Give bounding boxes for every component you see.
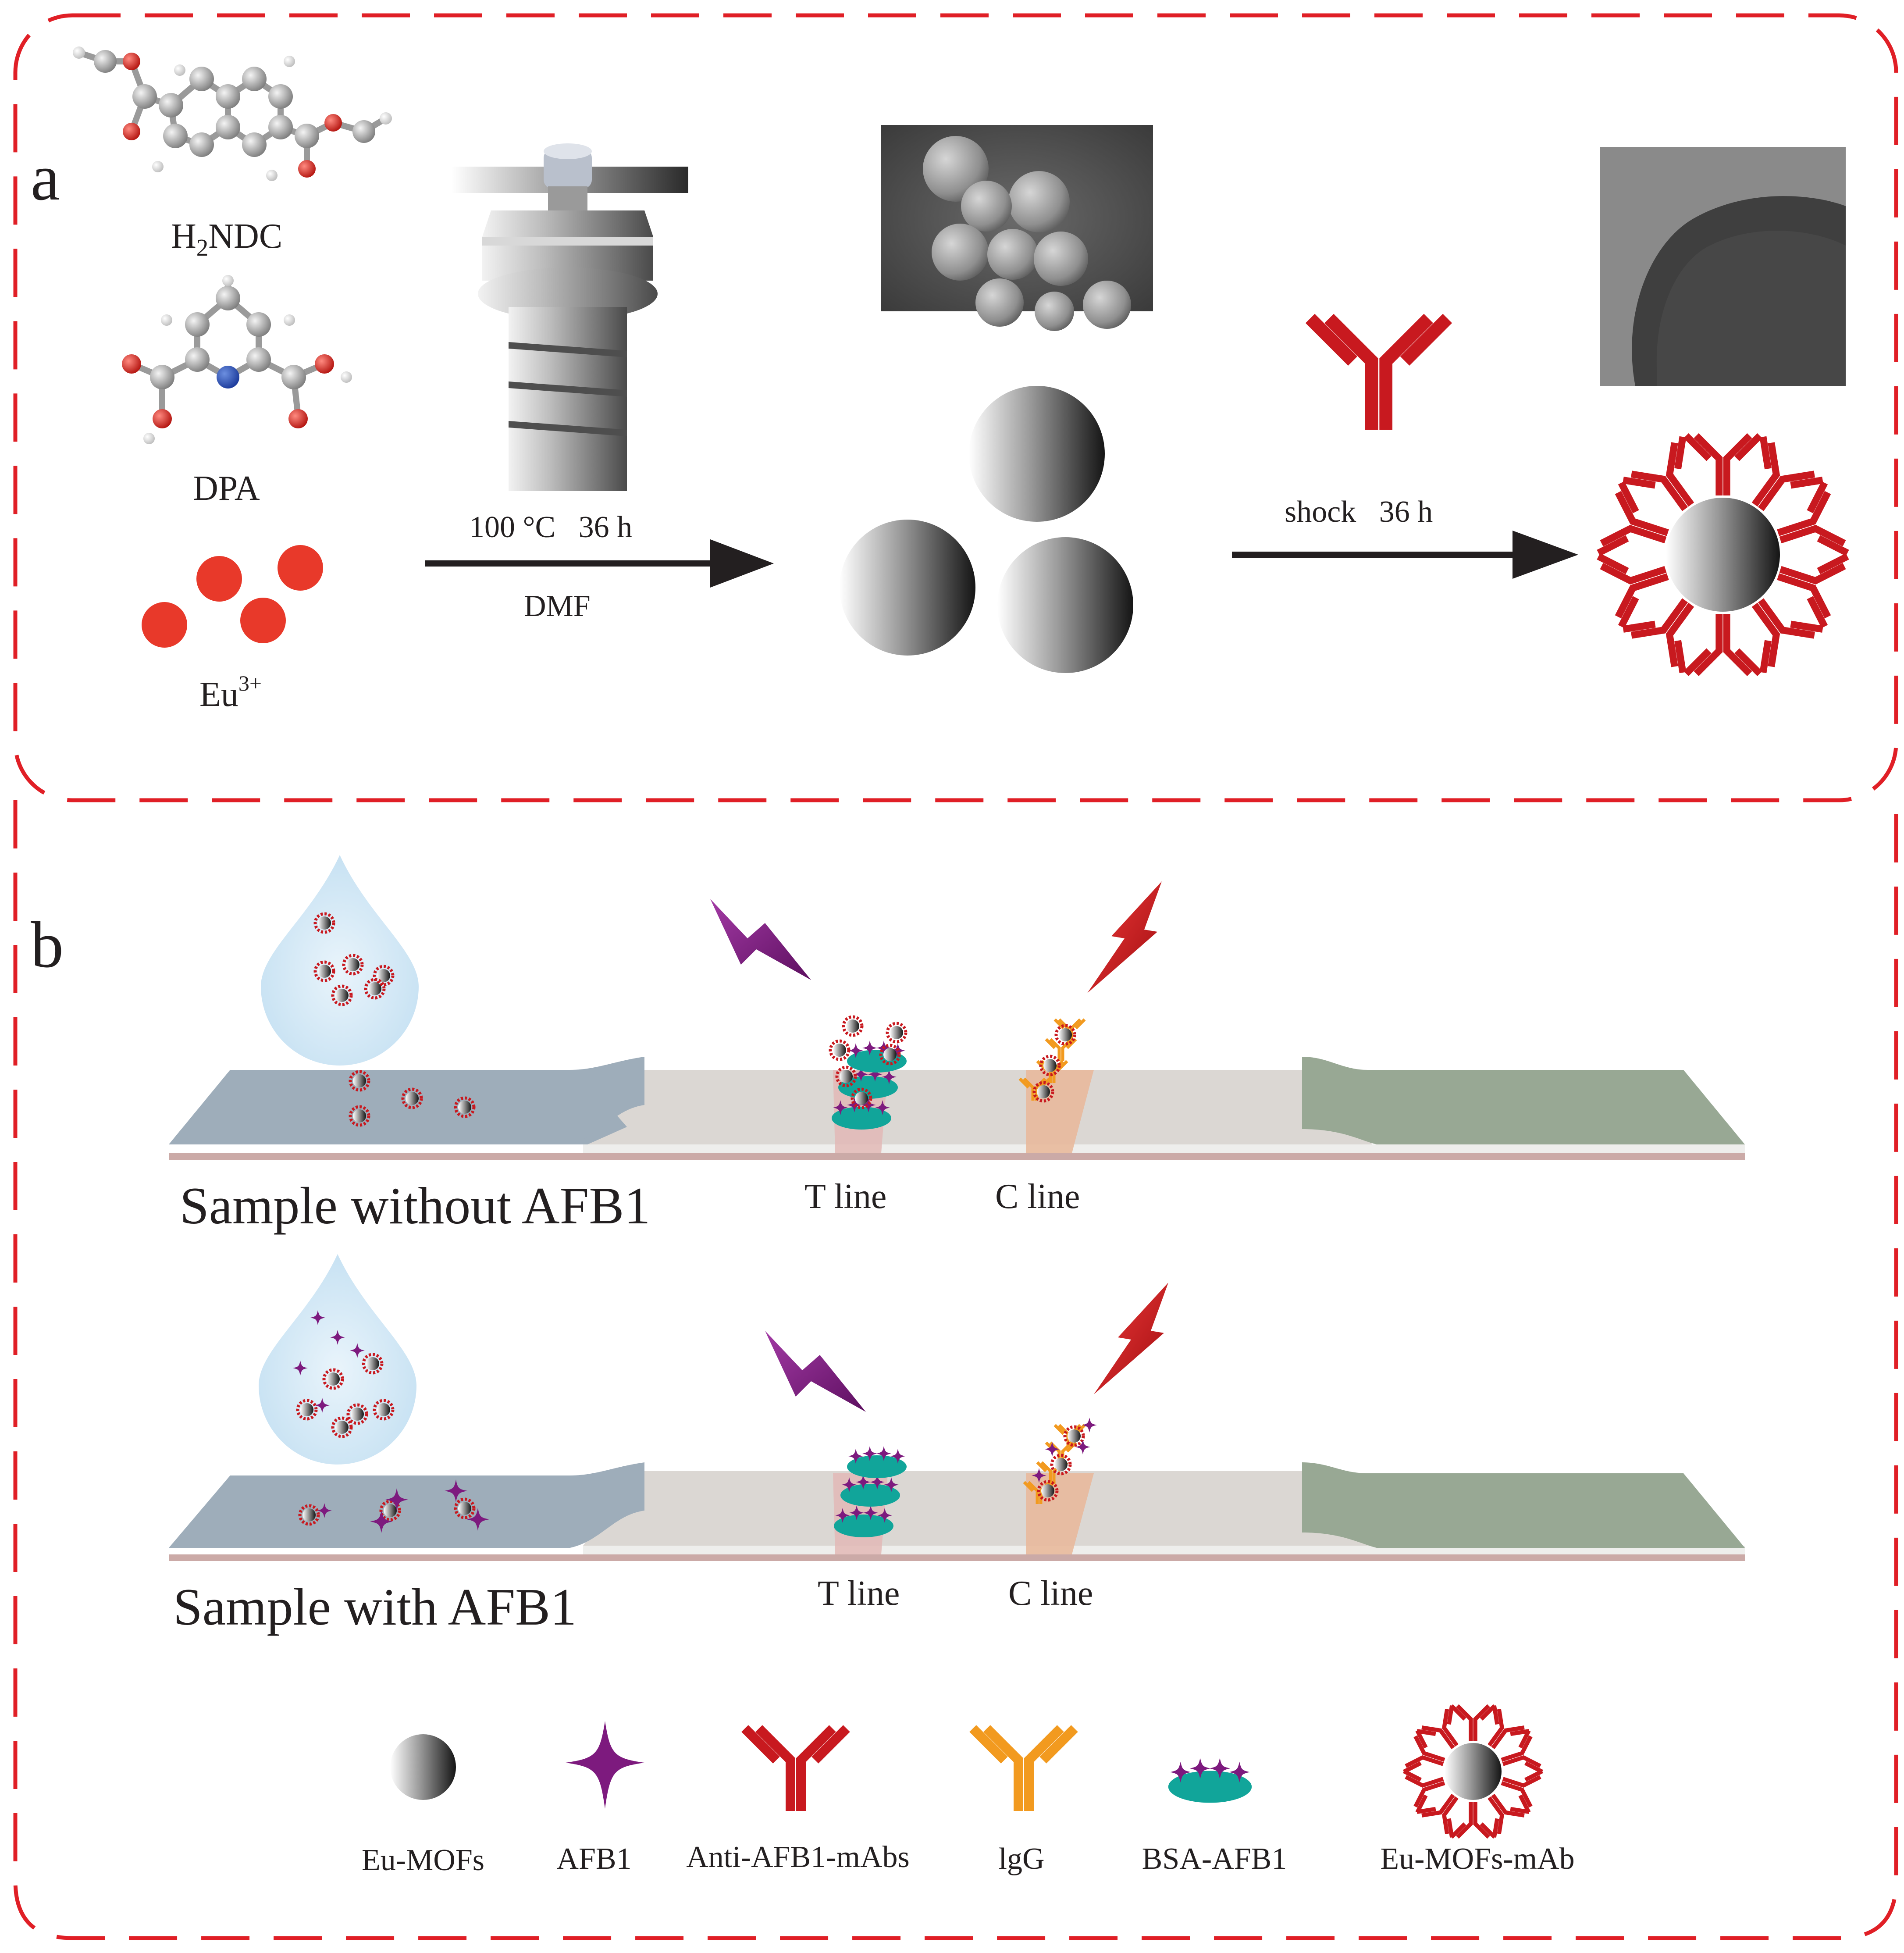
h2ndc-molecule bbox=[78, 50, 388, 167]
t-line-label-2: T line bbox=[818, 1574, 900, 1613]
step2-arrow-head bbox=[1513, 531, 1578, 579]
panel-a-frame bbox=[13, 13, 1898, 802]
panel-a-label: a bbox=[31, 141, 60, 214]
t-line-label-1: T line bbox=[804, 1177, 886, 1216]
antibody-free bbox=[1310, 318, 1447, 430]
step2-conditions: shock 36 h bbox=[1285, 495, 1433, 529]
drop-with-afb1 bbox=[259, 1254, 416, 1465]
legend-igg-label: lgG bbox=[999, 1842, 1045, 1876]
legend-bsa-afb1-label: BSA-AFB1 bbox=[1142, 1842, 1287, 1876]
absorbent-pad-2 bbox=[1302, 1462, 1745, 1548]
panel-b-label: b bbox=[31, 909, 64, 981]
sem-image bbox=[881, 125, 1153, 331]
panel-b-frame bbox=[13, 800, 1898, 1940]
legend-eu-mofs-mab-symbol bbox=[1404, 1706, 1542, 1837]
legend-igg-symbol bbox=[973, 1728, 1075, 1811]
legend-anti-mab-label: Anti-AFB1-mAbs bbox=[686, 1840, 909, 1874]
flash-red-2 bbox=[1094, 1283, 1168, 1394]
autoclave bbox=[452, 143, 688, 491]
legend-afb1-label: AFB1 bbox=[556, 1842, 631, 1876]
c-line-label-1: C line bbox=[995, 1177, 1080, 1216]
dpa-atoms bbox=[122, 275, 352, 444]
flash-red-1 bbox=[1087, 881, 1162, 993]
sample-without-label: Sample without AFB1 bbox=[180, 1176, 650, 1235]
step1-solvent: DMF bbox=[524, 589, 591, 623]
sample-with-label: Sample with AFB1 bbox=[173, 1578, 577, 1636]
absorbent-pad-1 bbox=[1302, 1057, 1745, 1144]
membrane-2 bbox=[583, 1471, 1372, 1546]
h2ndc-atoms bbox=[73, 46, 392, 181]
legend-eu-mofs-label: Eu-MOFs bbox=[362, 1843, 484, 1877]
legend-antibody-symbol bbox=[745, 1728, 847, 1811]
tem-image bbox=[1600, 147, 1846, 386]
eu-mofs-spheres bbox=[840, 386, 1133, 673]
eu-label: Eu3+ bbox=[199, 671, 262, 714]
drop-without-afb1 bbox=[261, 855, 419, 1066]
dpa-label: DPA bbox=[193, 469, 260, 508]
flash-purple-2 bbox=[765, 1331, 866, 1412]
strip-with-afb1 bbox=[169, 1462, 1745, 1561]
legend-eu-mofs-mab-label: Eu-MOFs-mAb bbox=[1380, 1842, 1574, 1876]
legend-bsa-symbol bbox=[1168, 1758, 1252, 1803]
sample-pad-2 bbox=[169, 1462, 644, 1548]
membrane-1 bbox=[583, 1070, 1372, 1144]
legend-afb1-symbol bbox=[566, 1721, 644, 1809]
eu-ions bbox=[142, 545, 323, 648]
eu-mofs-mab-conjugate bbox=[1598, 436, 1847, 674]
legend: Eu-MOFs AFB1 Anti-AFB1-mAbs lgG BSA-AFB1… bbox=[362, 1706, 1575, 1877]
step1-arrow-head bbox=[710, 539, 774, 588]
c-line-label-2: C line bbox=[1008, 1574, 1093, 1613]
strip-without-afb1 bbox=[169, 1057, 1745, 1160]
flash-purple-1 bbox=[710, 899, 811, 980]
step1-conditions: 100 °C 36 h bbox=[469, 510, 632, 544]
h2ndc-label: H2NDC bbox=[171, 217, 282, 261]
legend-eu-mofs-symbol bbox=[390, 1734, 456, 1800]
